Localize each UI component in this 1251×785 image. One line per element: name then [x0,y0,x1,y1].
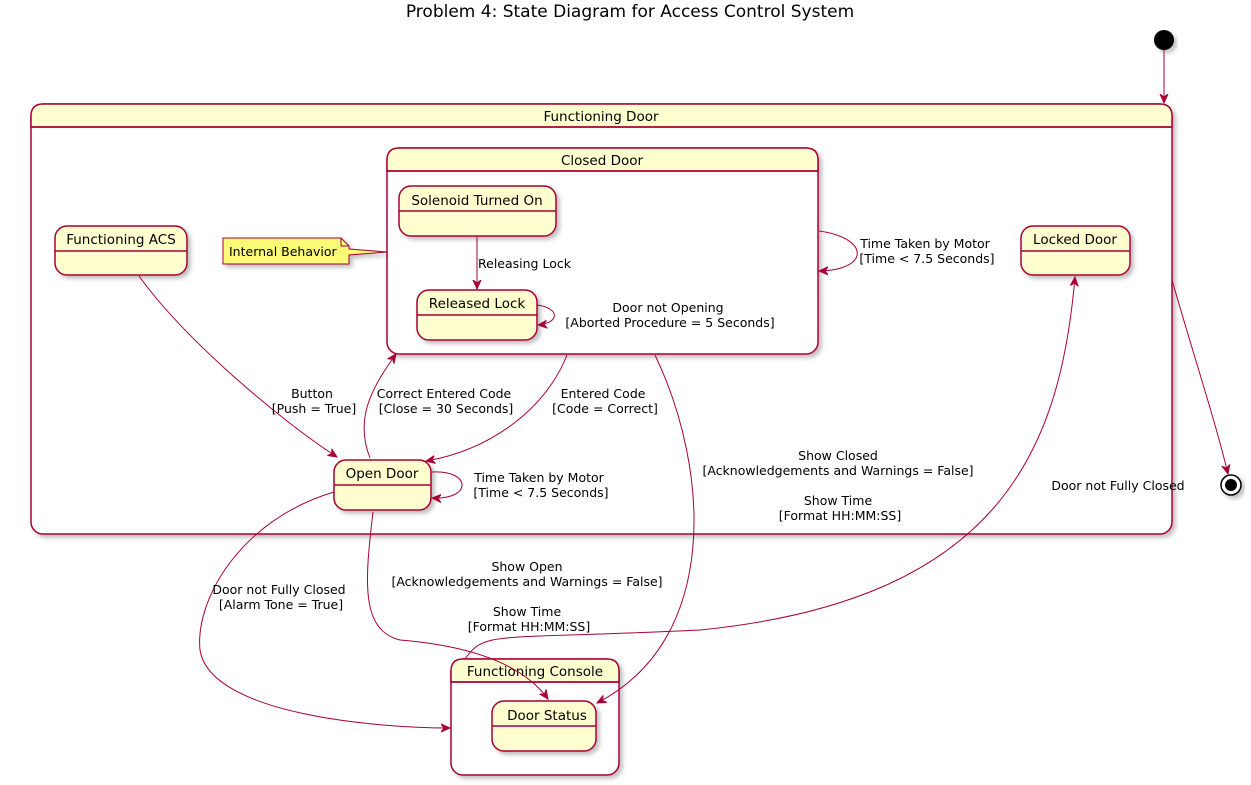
state-solenoid-turned-on [398,185,557,237]
label-show-closed: Show Closed [Acknowledgements and Warnin… [702,448,977,523]
edge-show-closed [597,354,695,703]
state-locked-door-label: Locked Door [1033,232,1117,248]
state-closed-door-label: Closed Door [561,153,644,169]
initial-state-node [1154,30,1174,50]
edge-show-open [366,511,548,699]
state-functioning-acs [54,225,188,276]
label-entered-code: Entered Code [Code = Correct] [552,386,658,416]
label-door-not-fully-closed-alarm: Door not Fully Closed [Alarm Tone = True… [212,582,349,612]
label-correct-entered-code: Correct Entered Code [Close = 30 Seconds… [377,386,515,416]
label-show-open: Show Open [Acknowledgements and Warnings… [391,559,666,634]
edge-correct-entered-code [363,354,396,459]
state-door-status [491,700,597,752]
note-internal-behavior-text: Internal Behavior [229,244,338,259]
state-functioning-door-label: Functioning Door [543,109,659,125]
edge-open-door-self [432,471,463,498]
state-released-lock [416,289,538,341]
label-closed-door-self: Time Taken by Motor [Time < 7.5 Seconds] [859,236,994,266]
state-functioning-acs-label: Functioning ACS [66,232,176,248]
edge-entered-code [426,354,568,461]
state-functioning-console-label: Functioning Console [467,664,603,680]
label-door-not-opening: Door not Opening [Aborted Procedure = 5 … [565,300,774,330]
state-released-lock-label: Released Lock [429,296,526,312]
edge-closed-door-self [819,230,858,271]
state-open-door-label: Open Door [346,466,419,482]
edge-door-not-fully-closed-alarm [199,491,450,728]
edge-released-lock-self [537,304,555,325]
note-internal-behavior [222,237,388,265]
label-open-door-self: Time Taken by Motor [Time < 7.5 Seconds] [473,470,608,500]
diagram-title: Problem 4: State Diagram for Access Cont… [406,2,854,22]
edge-functioning-door-to-end [1171,279,1228,474]
state-door-status-label: Door Status [507,708,587,724]
label-door-not-fully-closed-locked: Door not Fully Closed [1051,478,1184,493]
label-releasing-lock: Releasing Lock [478,256,572,271]
edge-door-not-fully-closed-locked [464,277,1075,660]
final-state-node [1220,474,1242,496]
state-solenoid-turned-on-label: Solenoid Turned On [411,193,542,209]
label-button: Button [Push = True] [272,386,356,416]
state-locked-door [1020,225,1131,276]
state-open-door [333,459,432,511]
edge-button [138,275,337,457]
